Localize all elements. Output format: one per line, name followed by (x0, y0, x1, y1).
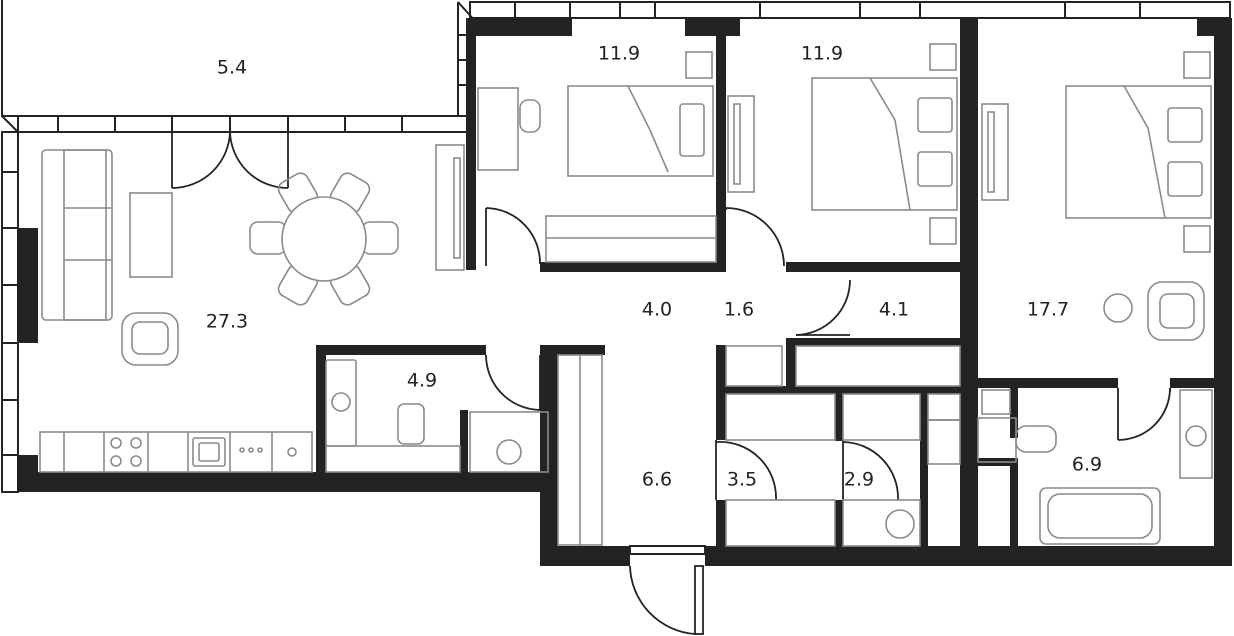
doors (171, 131, 1171, 635)
area-label-bathroom-2: 6.9 (1072, 454, 1102, 476)
area-labels: 5.4 11.9 11.9 27.3 4.0 1.6 4.1 17.7 4.9 … (206, 43, 1102, 491)
area-label-hall-2: 4.1 (879, 299, 909, 321)
area-label-balcony: 5.4 (217, 57, 247, 79)
area-label-entrance: 6.6 (642, 469, 672, 491)
furniture (39, 43, 1213, 547)
window-frames (1, 0, 1231, 493)
area-label-living-kitchen: 27.3 (206, 311, 248, 333)
area-label-bedroom-2: 11.9 (801, 43, 843, 65)
area-label-bedroom-1: 11.9 (598, 43, 640, 65)
area-label-wardrobe-2: 2.9 (844, 469, 874, 491)
area-label-bedroom-3: 17.7 (1027, 299, 1069, 321)
area-label-wardrobe-1: 3.5 (727, 469, 757, 491)
area-label-hall-1: 4.0 (642, 299, 672, 321)
area-label-corridor: 1.6 (724, 299, 754, 321)
area-label-bathroom-1: 4.9 (407, 370, 437, 392)
kitchen-counter (39, 431, 313, 473)
dining-set (249, 172, 399, 306)
walls (18, 18, 1232, 566)
